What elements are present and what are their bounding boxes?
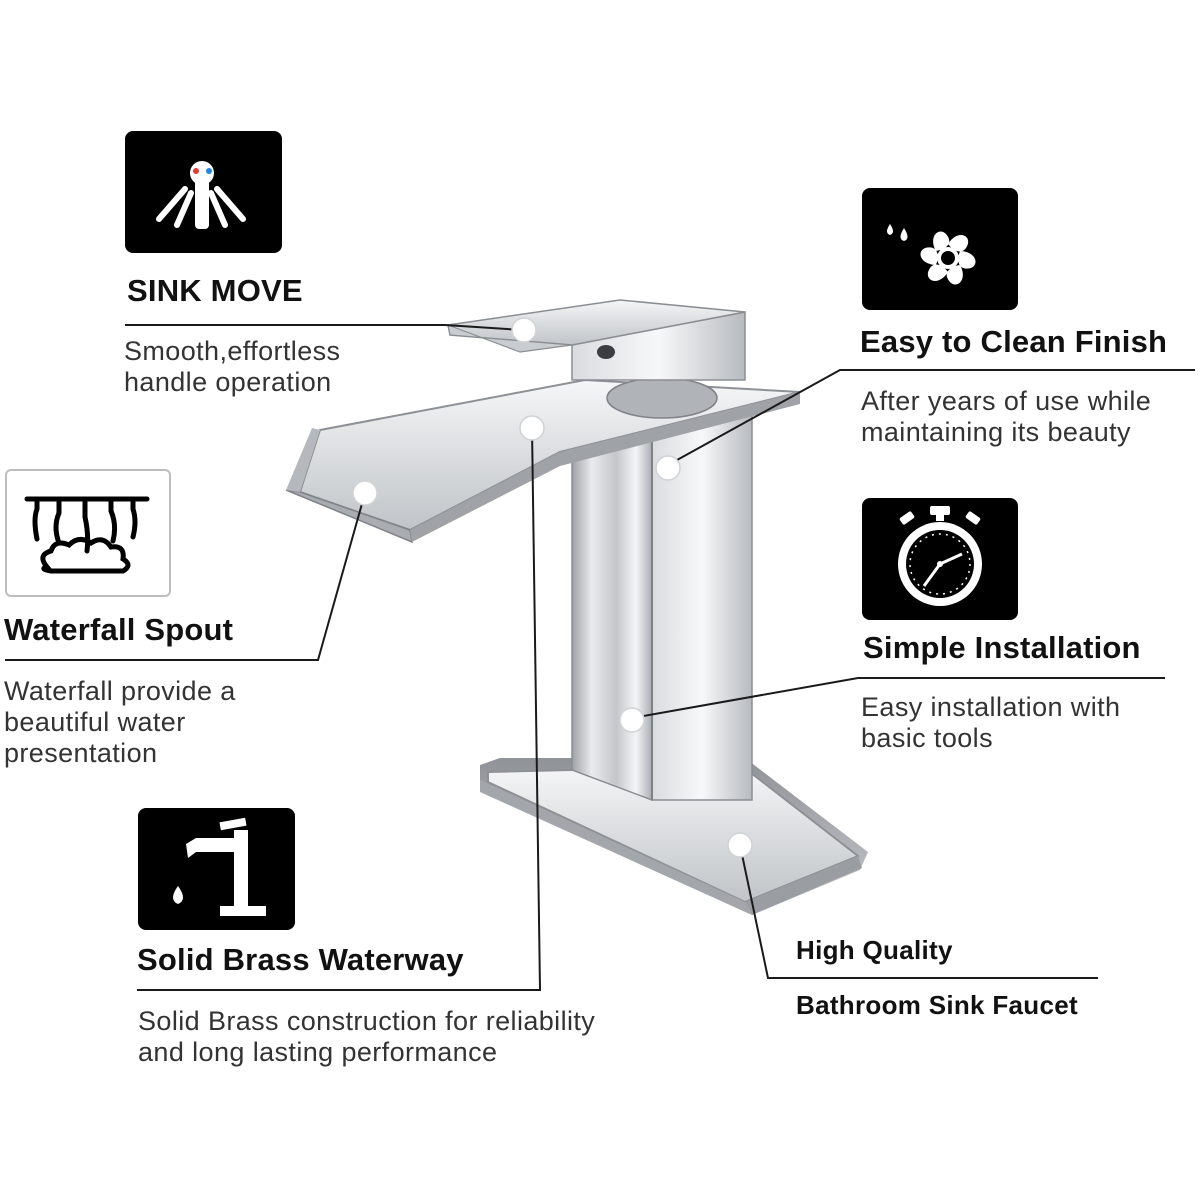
quality-line2: Bathroom Sink Faucet — [796, 990, 1078, 1020]
sink-move-desc-line: Smooth,effortless — [124, 336, 341, 366]
solid-brass-desc: Solid Brass construction for reliability… — [138, 1006, 595, 1068]
waterfall-title: Waterfall Spout — [4, 612, 234, 647]
waterfall-desc-line: presentation — [4, 738, 158, 768]
easy-clean-desc-line: After years of use while — [861, 386, 1152, 416]
solid-brass-desc-line: and long lasting performance — [138, 1037, 498, 1067]
solid-brass-title: Solid Brass Waterway — [137, 942, 464, 977]
stopwatch-icon — [862, 498, 1018, 620]
solid-brass-desc-line: Solid Brass construction for reliability — [138, 1006, 596, 1036]
waterfall-desc-line: Waterfall provide a — [4, 676, 236, 706]
quality-line1: High Quality — [796, 935, 953, 965]
waterfall-desc: Waterfall provide a beautiful water pres… — [4, 676, 236, 769]
waterfall-icon — [5, 469, 171, 597]
waterfall-desc-line: beautiful water — [4, 707, 186, 737]
sink-move-title: SINK MOVE — [127, 273, 303, 308]
callout-dots — [352, 317, 753, 858]
easy-clean-desc: After years of use while maintaining its… — [861, 386, 1151, 448]
easy-clean-desc-line: maintaining its beauty — [861, 417, 1131, 447]
deck-plate — [480, 758, 868, 915]
sink-move-desc: Smooth,effortless handle operation — [124, 336, 340, 398]
callout-lines — [5, 324, 1195, 991]
faucet-drop-icon — [138, 808, 295, 930]
simple-install-desc: Easy installation with basic tools — [861, 692, 1120, 754]
handle-rotation-icon — [125, 131, 282, 253]
fan-water-drops-icon — [862, 188, 1018, 310]
easy-clean-title: Easy to Clean Finish — [860, 324, 1168, 359]
simple-install-desc-line: basic tools — [861, 723, 993, 753]
simple-install-desc-line: Easy installation with — [861, 692, 1121, 722]
sink-move-desc-line: handle operation — [124, 367, 332, 397]
simple-install-title: Simple Installation — [863, 630, 1141, 665]
